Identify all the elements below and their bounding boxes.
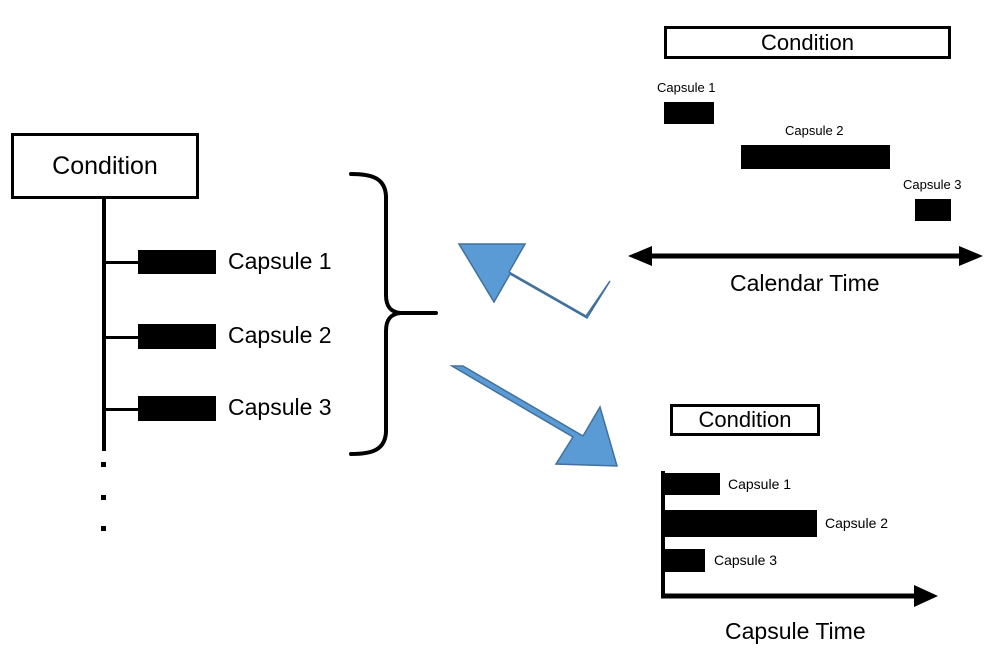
calendar-capsule-label-3: Capsule 3 bbox=[903, 177, 962, 192]
calendar-condition-box: Condition bbox=[664, 26, 951, 59]
capsule-time-y-axis bbox=[661, 471, 665, 598]
tree-connector-3 bbox=[104, 408, 140, 411]
calendar-condition-label: Condition bbox=[761, 29, 854, 55]
capsule-time-axis-label: Capsule Time bbox=[725, 618, 866, 644]
calendar-time-double-arrow-icon bbox=[628, 246, 983, 266]
capsule-capsule-label-2: Capsule 2 bbox=[825, 515, 889, 531]
tree-connector-1 bbox=[104, 261, 140, 264]
calendar-capsule-bar-2 bbox=[741, 145, 890, 169]
calendar-capsule-bar-3 bbox=[915, 199, 951, 221]
tree-stem bbox=[102, 198, 106, 451]
capsule-time-arrow-icon bbox=[661, 585, 938, 607]
capsule-condition-box: Condition bbox=[670, 404, 820, 436]
capsule-capsule-bar-2 bbox=[665, 510, 817, 537]
source-capsule-label-1: Capsule 1 bbox=[228, 248, 332, 274]
source-condition-box: Condition bbox=[11, 133, 199, 199]
capsule-capsule-bar-3 bbox=[665, 549, 705, 572]
ellipsis-dot-3 bbox=[101, 526, 106, 531]
tree-connector-2 bbox=[104, 336, 140, 339]
ellipsis-dot-2 bbox=[101, 495, 106, 500]
capsule-capsule-label-1: Capsule 1 bbox=[728, 476, 792, 492]
arrow-to-calendar-time-icon bbox=[457, 243, 611, 320]
right-curly-brace-icon bbox=[349, 172, 438, 456]
capsule-capsule-label-3: Capsule 3 bbox=[714, 552, 778, 568]
arrow-to-capsule-time-icon bbox=[449, 365, 619, 467]
source-capsule-bar-2 bbox=[138, 324, 216, 349]
capsule-capsule-bar-1 bbox=[665, 473, 720, 495]
source-capsule-bar-3 bbox=[138, 396, 216, 421]
ellipsis-dot-1 bbox=[101, 462, 106, 467]
source-condition-label: Condition bbox=[52, 151, 158, 180]
source-capsule-label-3: Capsule 3 bbox=[228, 394, 332, 420]
source-capsule-label-2: Capsule 2 bbox=[228, 322, 332, 348]
calendar-time-axis-label: Calendar Time bbox=[730, 270, 880, 296]
calendar-capsule-label-2: Capsule 2 bbox=[785, 123, 844, 138]
calendar-capsule-label-1: Capsule 1 bbox=[657, 80, 716, 95]
capsule-condition-label: Condition bbox=[698, 407, 792, 432]
calendar-capsule-bar-1 bbox=[664, 102, 714, 124]
source-capsule-bar-1 bbox=[138, 250, 216, 274]
